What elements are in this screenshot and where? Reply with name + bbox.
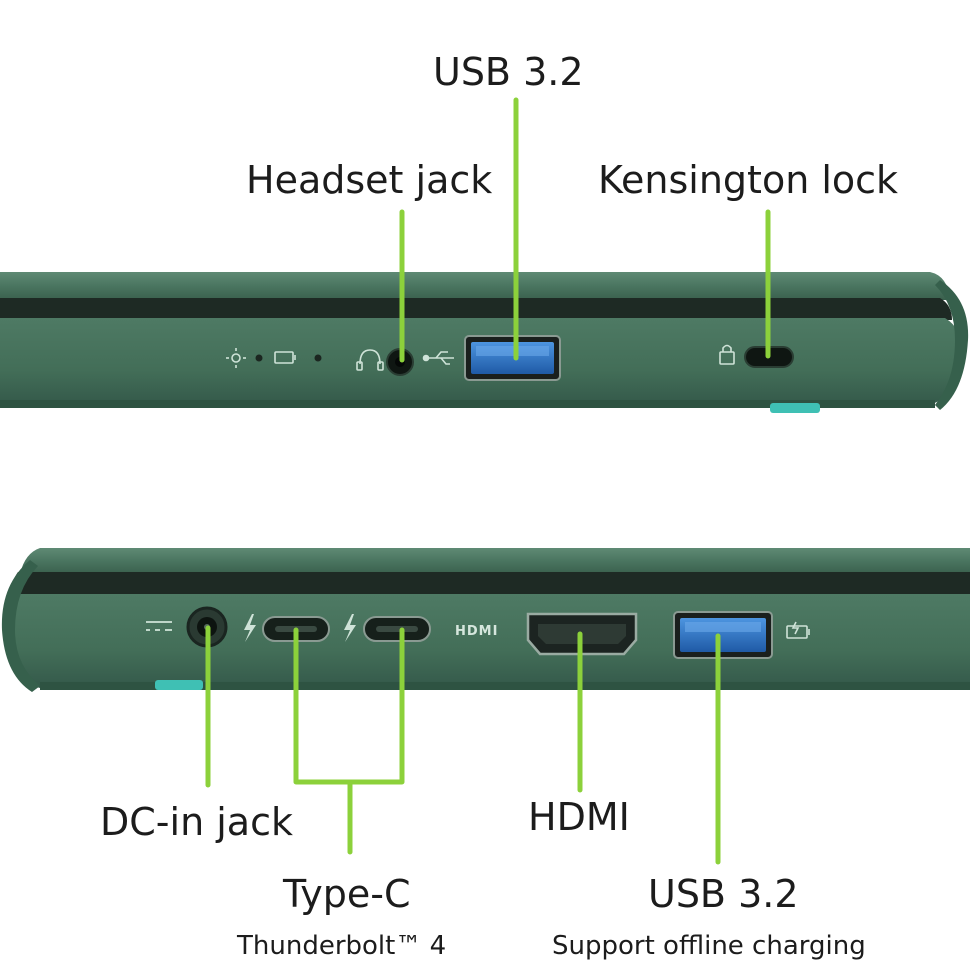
pointer-type-c	[293, 627, 405, 855]
sun-icon	[226, 348, 246, 368]
headset-icon	[356, 349, 384, 371]
power-led	[255, 354, 263, 362]
base-body-2	[7, 594, 970, 688]
label-type-c: Type-C	[283, 872, 411, 916]
battery-led	[314, 354, 322, 362]
hinge-left	[1, 560, 40, 692]
lock-icon	[719, 344, 735, 365]
lid-seam	[0, 298, 952, 320]
base-bottom-edge	[0, 400, 935, 408]
lightning-icon	[344, 614, 356, 642]
battery-charge-icon	[786, 621, 810, 639]
hdmi-port-marking: HDMI	[455, 624, 498, 639]
lid-seam-2	[10, 572, 970, 596]
label-headset-jack: Headset jack	[246, 158, 493, 202]
label-offline-charging: Support offline charging	[552, 931, 866, 961]
label-dc-in-jack: DC-in jack	[100, 800, 293, 844]
label-usb-bottom: USB 3.2	[648, 872, 799, 916]
laptop-right-side: HDMI	[1, 548, 970, 692]
teal-foot-2	[155, 680, 203, 690]
label-thunderbolt: Thunderbolt™ 4	[237, 931, 447, 961]
lid-top-2	[20, 548, 970, 574]
lightning-icon	[244, 614, 256, 642]
dc-power-icon	[146, 621, 172, 631]
lid-top	[0, 272, 950, 300]
teal-foot	[770, 403, 820, 413]
battery-icon	[274, 351, 296, 364]
hinge-right	[935, 280, 969, 410]
usb-icon	[422, 351, 454, 365]
label-usb-top: USB 3.2	[433, 50, 584, 94]
label-kensington-lock: Kensington lock	[598, 158, 899, 202]
label-hdmi: HDMI	[528, 795, 630, 839]
laptop-left-side	[0, 272, 969, 413]
pointer-lines	[205, 97, 771, 865]
